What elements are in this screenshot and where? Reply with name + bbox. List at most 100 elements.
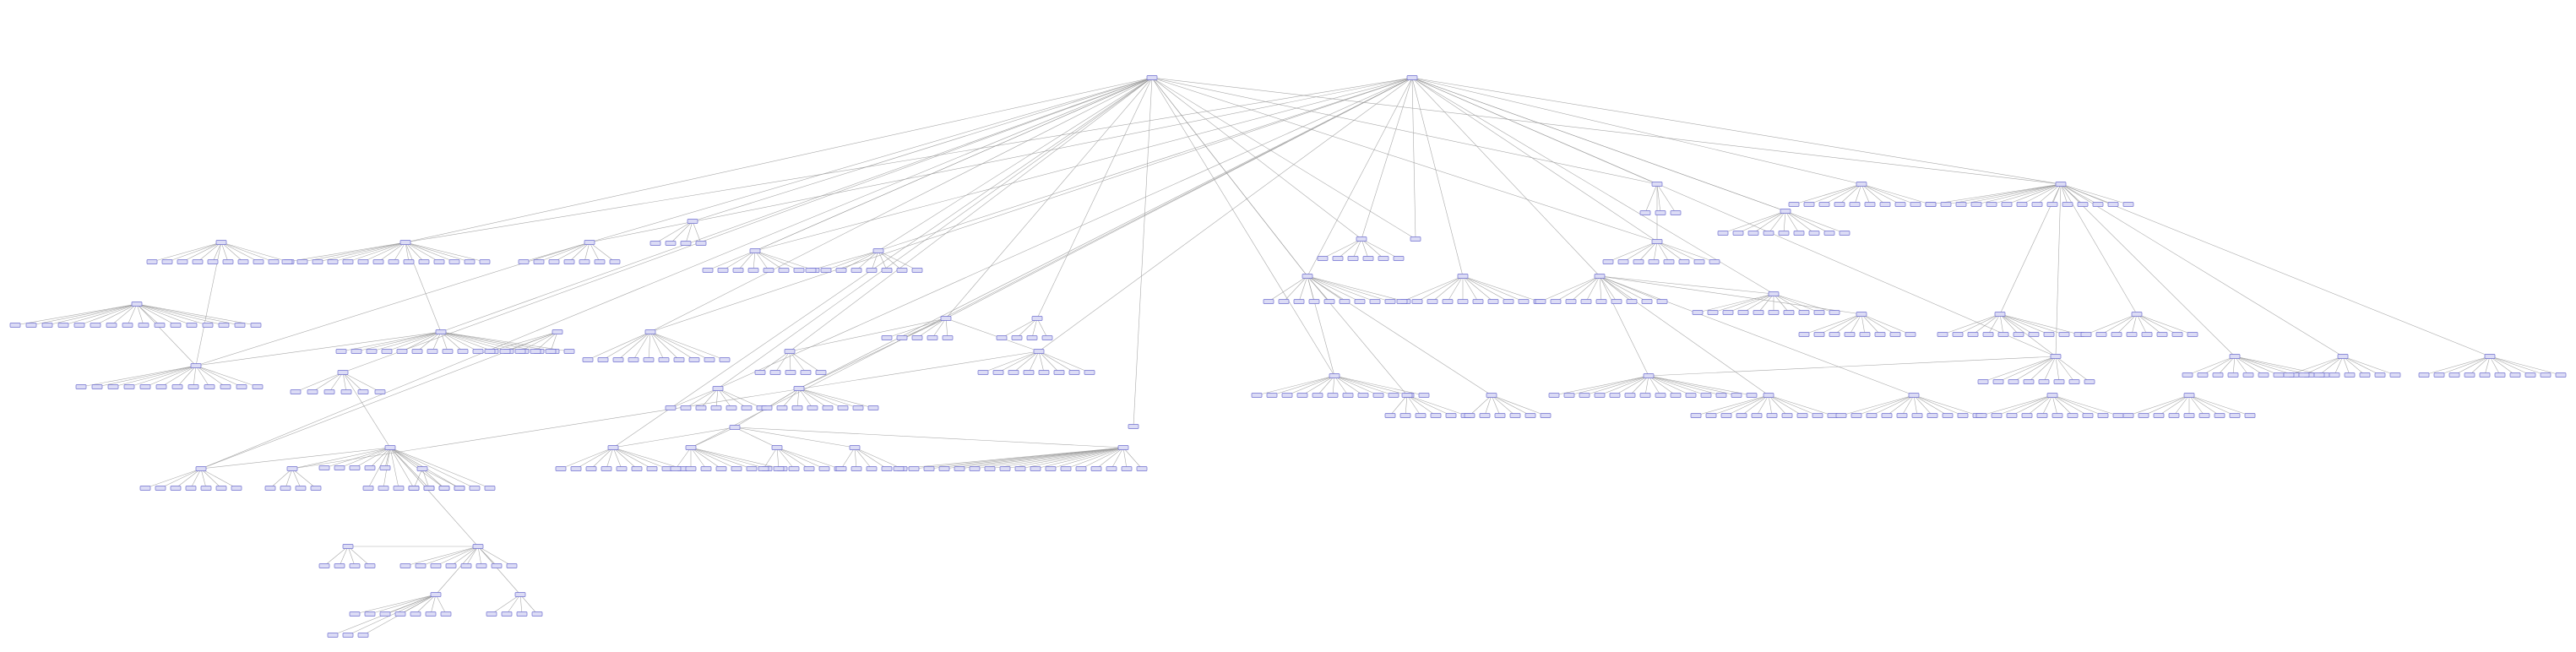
graph-node bbox=[822, 405, 834, 410]
graph-node bbox=[2043, 332, 2055, 337]
node-box bbox=[460, 563, 472, 568]
graph-node bbox=[2006, 413, 2018, 418]
graph-edge bbox=[690, 447, 707, 470]
graph-node bbox=[1384, 299, 1396, 304]
graph-node bbox=[218, 323, 230, 328]
node-box bbox=[231, 486, 242, 491]
node-box bbox=[1090, 466, 1102, 471]
node-box bbox=[1045, 466, 1057, 471]
graph-node bbox=[1967, 332, 1979, 337]
node-box bbox=[1798, 310, 1810, 315]
graph-edge bbox=[1768, 394, 1773, 416]
graph-node bbox=[1014, 466, 1026, 471]
graph-edge bbox=[1038, 350, 1090, 373]
graph-edge bbox=[2011, 394, 2053, 416]
node-box bbox=[2077, 202, 2089, 207]
graph-edge bbox=[420, 546, 479, 567]
graph-edge bbox=[1856, 394, 1915, 416]
graph-edge bbox=[1712, 293, 1774, 313]
graph-node bbox=[594, 259, 606, 264]
node-box bbox=[1415, 413, 1427, 418]
node-box bbox=[1705, 413, 1717, 418]
graph-node bbox=[896, 268, 908, 273]
graph-node bbox=[1302, 274, 1313, 279]
node-box bbox=[423, 486, 435, 491]
node-box bbox=[268, 259, 280, 264]
graph-edge bbox=[2128, 394, 2190, 416]
node-box bbox=[896, 268, 908, 273]
graph-edge bbox=[2188, 394, 2220, 416]
node-box bbox=[1808, 231, 1820, 236]
graph-node bbox=[685, 466, 697, 471]
graph-edge bbox=[2052, 394, 2073, 416]
graph-node bbox=[1803, 202, 1815, 207]
graph-node bbox=[837, 405, 849, 410]
graph-node bbox=[754, 370, 766, 375]
node-box bbox=[1829, 332, 1840, 337]
node-box bbox=[771, 445, 783, 450]
node-box bbox=[1633, 259, 1644, 264]
node-box bbox=[1427, 299, 1438, 304]
graph-edge bbox=[477, 546, 482, 567]
graph-node bbox=[186, 323, 198, 328]
node-box bbox=[2313, 372, 2325, 378]
node-box bbox=[1430, 413, 1442, 418]
graph-edge bbox=[1484, 394, 1492, 416]
node-box bbox=[1401, 393, 1413, 398]
graph-edge bbox=[1913, 394, 1918, 416]
node-box bbox=[192, 259, 204, 264]
graph-edge bbox=[584, 242, 590, 263]
graph-edge bbox=[670, 388, 719, 409]
node-box bbox=[646, 466, 658, 471]
graph-node bbox=[1308, 299, 1320, 304]
graph-node bbox=[1084, 370, 1095, 375]
graph-edge bbox=[781, 388, 800, 409]
node-box bbox=[700, 466, 712, 471]
graph-edge bbox=[136, 303, 197, 367]
node-box bbox=[2153, 413, 2165, 418]
node-box bbox=[726, 405, 737, 410]
graph-node bbox=[1579, 393, 1590, 398]
graph-edge bbox=[1151, 77, 1335, 377]
graph-node bbox=[800, 370, 812, 375]
graph-node bbox=[769, 370, 781, 375]
graph-edge bbox=[796, 388, 800, 409]
node-box bbox=[2097, 413, 2109, 418]
graph-edge bbox=[1987, 313, 2001, 335]
graph-edge bbox=[2060, 183, 2491, 357]
graph-node bbox=[1656, 299, 1668, 304]
graph-node bbox=[1927, 413, 1938, 418]
node-box bbox=[1445, 413, 1457, 418]
graph-edge bbox=[317, 242, 406, 263]
graph-node bbox=[231, 486, 242, 491]
graph-edge bbox=[1080, 447, 1124, 470]
graph-node bbox=[1312, 393, 1323, 398]
node-box bbox=[1602, 259, 1614, 264]
node-box bbox=[1717, 231, 1729, 236]
graph-node bbox=[1707, 310, 1719, 315]
node-box bbox=[2197, 372, 2209, 378]
graph-edge bbox=[1656, 241, 1670, 263]
node-box bbox=[1388, 393, 1399, 398]
node-box bbox=[1656, 299, 1668, 304]
graph-edge bbox=[945, 318, 1040, 352]
graph-edge bbox=[798, 388, 844, 409]
node-box bbox=[1678, 259, 1690, 264]
graph-node bbox=[514, 592, 526, 597]
graph-edge bbox=[2334, 356, 2344, 376]
node-box bbox=[927, 335, 938, 340]
graph-edge bbox=[1322, 238, 1362, 259]
graph-node bbox=[379, 465, 391, 470]
graph-edge bbox=[685, 388, 719, 409]
graph-edge bbox=[871, 250, 879, 271]
graph-node bbox=[712, 386, 724, 391]
node-box bbox=[2374, 372, 2386, 378]
node-box bbox=[215, 486, 227, 491]
graph-node bbox=[1881, 413, 1893, 418]
node-box bbox=[154, 323, 166, 328]
node-box bbox=[1937, 332, 1948, 337]
node-box bbox=[749, 248, 761, 253]
node-box bbox=[448, 259, 460, 264]
graph-edge bbox=[389, 447, 399, 489]
graph-edge bbox=[707, 250, 756, 271]
